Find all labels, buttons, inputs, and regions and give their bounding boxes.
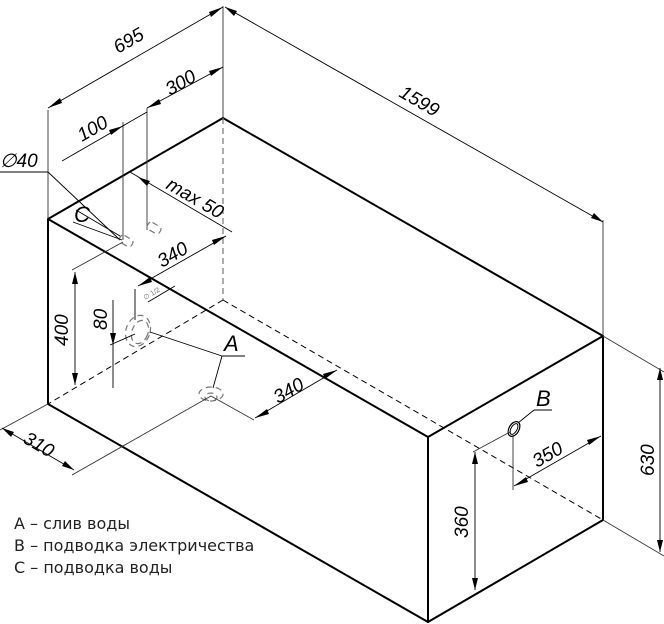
box-outline [47,117,604,623]
dimension-1599-label: 1599 [396,82,443,122]
dimension-310: 310 [0,395,212,476]
legend-item-electricity: B – подводка электричества [14,536,255,555]
electrical-fitting: B [507,386,552,437]
max-50-label: max 50 [163,174,228,224]
dimension-340-inlet-label: 340 [154,238,192,272]
dimension-340-inlet: 340 [137,235,227,287]
dimension-360-label: 360 [452,506,473,538]
dimension-360: 360 [452,431,511,590]
legend: A – слив воды B – подводка электричества… [14,513,254,579]
hidden-edges [47,118,604,521]
marker-b: B [536,386,551,411]
dimension-diameter-40: ∅40 [0,151,121,241]
water-inlet-pipes: C [72,202,162,248]
dimension-80-label: 80 [91,308,112,330]
marker-a: A [222,331,239,356]
marker-c: C [74,202,90,227]
dimension-630-label: 630 [638,444,659,476]
dimension-1599: 1599 [224,6,604,336]
legend-item-water-supply: C – подводка воды [14,558,173,577]
dimension-400: 400 [52,241,124,385]
diameter-40-label: ∅40 [0,151,38,172]
dimension-340-drain-label: 340 [270,374,308,408]
dimension-300-label: 300 [162,66,200,100]
dimension-100-label: 100 [74,112,112,146]
legend-item-drain: A – слив воды [14,514,130,533]
dimension-630: 630 [602,335,664,557]
dimension-350: 350 [512,435,602,490]
overflow-fitting: ∅ 1/2 80 [91,285,176,388]
dimension-400-label: 400 [52,314,73,346]
dimension-350-label: 350 [529,438,567,472]
drain-fitting: A [149,331,245,402]
dimension-max-50: max 50 [129,171,233,233]
dimension-340-drain: 340 [210,369,338,421]
